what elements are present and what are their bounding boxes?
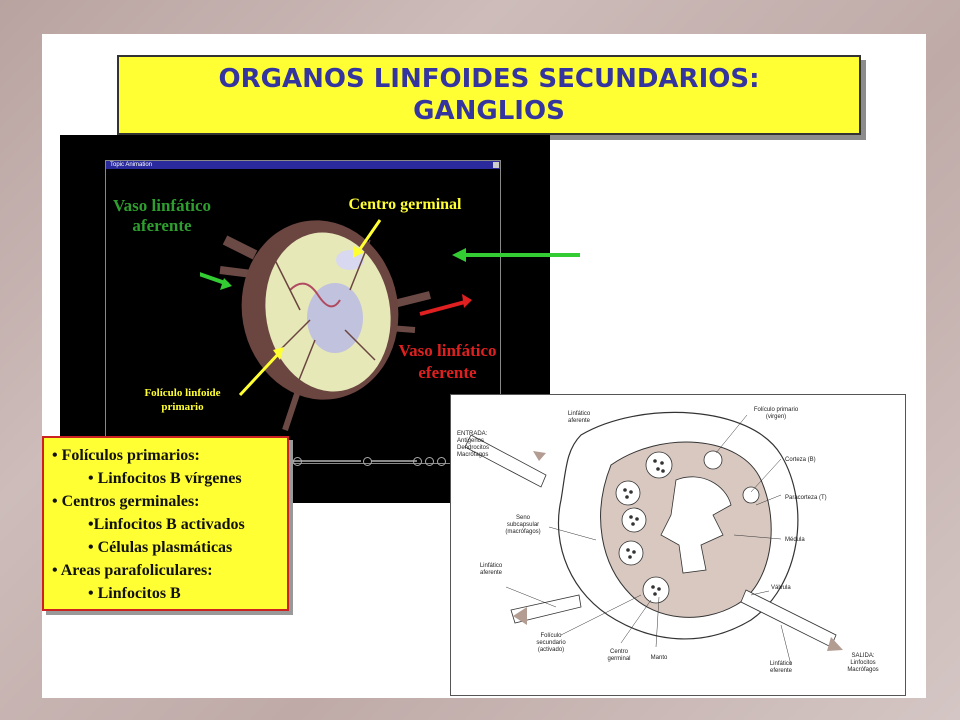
play-button[interactable]	[363, 457, 372, 466]
close-icon[interactable]	[493, 162, 499, 168]
legend-box: • Folículos primarios: • Linfocitos B ví…	[42, 436, 289, 611]
follicle	[621, 507, 647, 533]
legend-item: • Linfocitos B vírgenes	[88, 470, 242, 487]
legend-item: • Areas parafoliculares:	[52, 562, 213, 579]
legend-item: • Linfocitos B	[88, 585, 181, 602]
diagram-valvula: Válvula	[771, 585, 791, 591]
label-foliculo: Folículo linfoide primario	[120, 386, 245, 414]
follicle	[742, 486, 760, 504]
rewind-button[interactable]	[293, 457, 302, 466]
green-arrow	[452, 248, 580, 262]
animation-window-title: Topic Animation	[110, 162, 153, 168]
animation-titlebar: Topic Animation	[106, 161, 500, 169]
control-track	[263, 460, 361, 462]
label-centro-germinal: Centro germinal	[348, 196, 462, 213]
label-vaso-eferente: Vaso linfático eferente	[375, 340, 520, 384]
diagram-corteza: Corteza (B)	[785, 457, 816, 463]
afferent-vessel-left	[510, 594, 582, 624]
label-vaso-eferente-line2: eferente	[418, 363, 477, 382]
title-line-1: ORGANOS LINFOIDES SECUNDARIOS:	[218, 64, 760, 94]
title-line-2: GANGLIOS	[413, 96, 565, 126]
animation-controls	[255, 456, 450, 466]
afferent-vessel-top	[464, 434, 547, 488]
legend-item: • Folículos primarios:	[52, 447, 200, 464]
diagram-paracorteza: Paracorteza (T)	[785, 495, 827, 501]
forward-button[interactable]	[437, 457, 446, 466]
legend-item: •Linfocitos B activados	[88, 516, 245, 533]
legend-item: • Centros germinales:	[52, 493, 200, 510]
diagram-manto: Manto	[651, 655, 668, 661]
efferent-vessel	[740, 589, 837, 648]
label-vaso-aferente-line1: Vaso linfático	[112, 196, 212, 215]
diagram-foliculo-primario: Folículo primario(virgen)	[754, 407, 799, 420]
diagram-medula: Médula	[785, 537, 805, 543]
label-vaso-aferente: Vaso linfático aferente	[92, 196, 232, 236]
label-vaso-eferente-line1: Vaso linfático	[398, 341, 497, 360]
label-vaso-aferente-line2: aferente	[132, 216, 192, 235]
stop-button[interactable]	[425, 457, 434, 466]
follicle	[703, 450, 723, 470]
node-medulla	[307, 283, 363, 353]
control-track-2	[371, 460, 417, 462]
medulla-region	[660, 476, 732, 574]
follicle	[645, 451, 673, 479]
follicle	[615, 480, 641, 506]
pause-button[interactable]	[413, 457, 422, 466]
follicle	[618, 540, 644, 566]
legend-item: • Células plasmáticas	[88, 539, 233, 556]
lymph-node-illustration	[200, 219, 472, 431]
title-box: ORGANOS LINFOIDES SECUNDARIOS: GANGLIOS	[117, 55, 861, 135]
label-foliculo-line2: primario	[161, 401, 204, 413]
label-foliculo-line1: Folículo linfoide	[144, 387, 221, 399]
follicle	[642, 576, 670, 604]
